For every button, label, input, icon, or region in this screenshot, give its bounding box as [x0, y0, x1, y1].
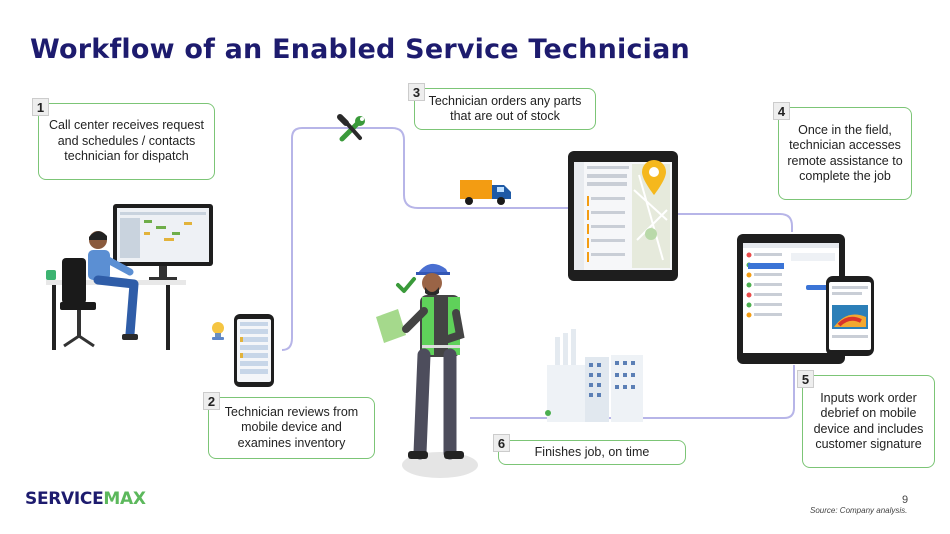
- call-center-illustration: [46, 204, 213, 350]
- technician-illustration: [376, 263, 478, 478]
- page-title: Workflow of an Enabled Service Technicia…: [30, 34, 690, 65]
- step-3-number: 3: [408, 83, 425, 101]
- tablet-remote-assist-illustration: [737, 234, 845, 364]
- step-4-text: Once in the field, technician accesses r…: [787, 122, 903, 184]
- step-4-box: Once in the field, technician accesses r…: [778, 107, 912, 200]
- logo-max: MAX: [103, 489, 146, 509]
- map-pin-icon: [642, 160, 666, 195]
- step-2-box: Technician reviews from mobile device an…: [208, 397, 375, 459]
- wrench-screwdriver-icon: [337, 114, 365, 142]
- city-buildings-illustration: [545, 329, 643, 422]
- step-6-text: Finishes job, on time: [534, 444, 650, 459]
- step-3-text: Technician orders any parts that are out…: [428, 93, 582, 124]
- servicemax-logo: SERVICEMAX: [25, 489, 146, 509]
- step-1-box: Call center receives request and schedul…: [38, 103, 215, 180]
- phone-remote-assist-illustration: [826, 276, 874, 356]
- source-note: Source: Company analysis.: [810, 506, 908, 515]
- step-5-text: Inputs work order debrief on mobile devi…: [813, 390, 924, 452]
- lightbulb-icon: [212, 322, 224, 340]
- step-3-box: Technician orders any parts that are out…: [414, 88, 596, 130]
- delivery-truck-icon: [460, 180, 511, 205]
- step-5-number: 5: [797, 370, 814, 388]
- page-number: 9: [902, 494, 909, 506]
- step-2-number: 2: [203, 392, 220, 410]
- mobile-phone-illustration: [234, 314, 274, 387]
- step-1-text: Call center receives request and schedul…: [49, 118, 204, 164]
- step-1-number: 1: [32, 98, 49, 116]
- step-2-text: Technician reviews from mobile device an…: [224, 404, 359, 450]
- step-5-box: Inputs work order debrief on mobile devi…: [802, 375, 935, 468]
- step-6-box: Finishes job, on time: [498, 440, 686, 465]
- step-6-number: 6: [493, 434, 510, 452]
- step-4-number: 4: [773, 102, 790, 120]
- logo-service: SERVICE: [25, 489, 104, 509]
